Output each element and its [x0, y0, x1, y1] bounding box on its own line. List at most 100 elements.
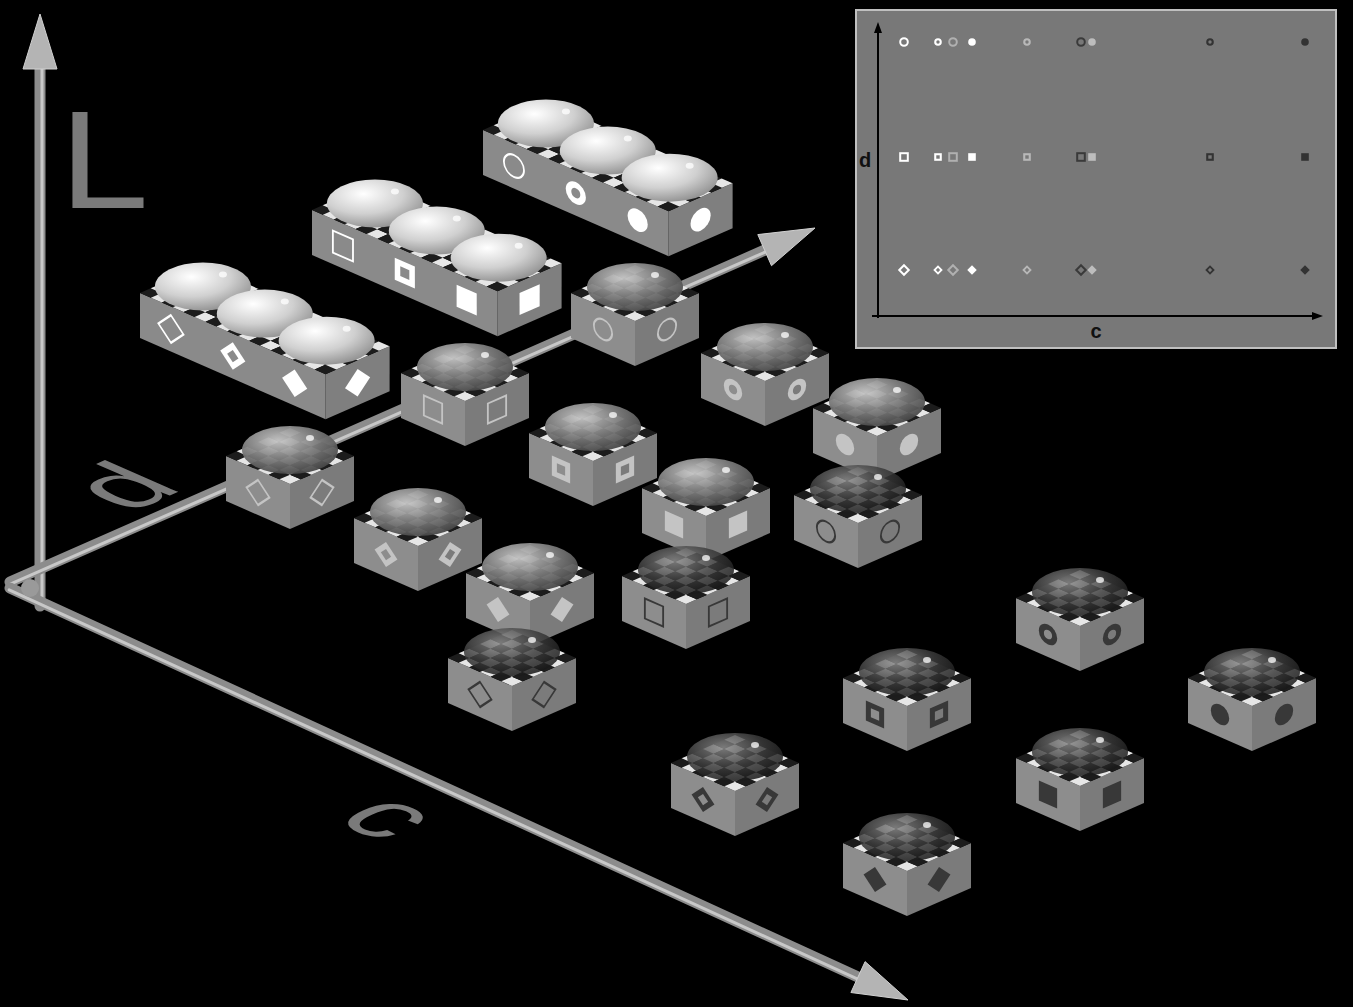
symbol-part	[1077, 38, 1085, 46]
dome-highlight	[1096, 737, 1104, 743]
symbol-part	[487, 592, 510, 627]
symbol-part	[658, 316, 676, 344]
isometric-box	[226, 426, 354, 529]
symbol-part	[557, 463, 565, 476]
inset-marker	[949, 38, 957, 46]
face-symbol	[934, 38, 942, 46]
face-symbol	[1206, 38, 1214, 46]
dome-highlight	[546, 552, 554, 558]
symbol-part	[691, 204, 711, 235]
symbol-part	[1022, 265, 1032, 275]
symbol-part	[552, 456, 570, 484]
symbol-part	[469, 677, 492, 712]
symbol-part	[628, 205, 648, 236]
inset-marker	[1077, 38, 1085, 46]
symbol-part	[936, 268, 940, 272]
axis-label: c	[316, 783, 467, 849]
face-symbol	[900, 153, 908, 161]
isometric-box	[448, 628, 576, 731]
dome	[687, 733, 783, 781]
inset-background	[856, 10, 1336, 348]
face-symbol	[1301, 38, 1309, 46]
symbol-part	[1301, 38, 1309, 46]
symbol-part	[933, 265, 943, 275]
dome-highlight	[562, 109, 570, 115]
face-symbol	[469, 677, 492, 712]
symbol-part	[571, 186, 580, 200]
face-symbol	[1023, 153, 1031, 161]
symbol-part	[1025, 40, 1028, 43]
symbol-part	[311, 475, 334, 510]
symbol-part	[871, 708, 879, 721]
face-symbol	[900, 431, 918, 459]
symbol-part	[395, 258, 415, 289]
symbol-part	[724, 376, 742, 404]
symbol-part	[1275, 701, 1293, 729]
symbol-part	[345, 363, 370, 402]
face-symbol	[247, 475, 270, 510]
face-symbol	[1039, 621, 1057, 649]
inset-marker	[1076, 265, 1086, 275]
axis-line	[10, 250, 765, 582]
symbol-part	[488, 396, 506, 424]
symbol-part	[866, 701, 884, 729]
dome	[829, 378, 925, 426]
inset-marker	[933, 265, 943, 275]
inset-marker	[1087, 265, 1097, 275]
face-symbol	[709, 599, 727, 627]
symbol-part	[375, 537, 398, 572]
dome	[370, 488, 466, 536]
symbol-part	[1208, 40, 1211, 43]
inset-marker	[1088, 38, 1096, 46]
face-symbol	[533, 677, 556, 712]
face-symbol	[968, 153, 976, 161]
symbol-part	[729, 511, 747, 539]
symbol-part	[709, 599, 727, 627]
inset-marker	[899, 265, 909, 275]
face-symbol	[1023, 38, 1031, 46]
axis-label: d	[44, 452, 201, 520]
dome	[1032, 728, 1128, 776]
symbol-part	[1205, 265, 1215, 275]
face-symbol	[836, 431, 854, 459]
face-symbol	[504, 151, 524, 182]
dome-highlight	[651, 272, 659, 278]
face-symbol	[1087, 265, 1097, 275]
face-symbol	[817, 518, 835, 546]
dome-highlight	[923, 822, 931, 828]
axis-origin	[21, 579, 39, 597]
isometric-box	[642, 458, 770, 561]
isometric-box	[843, 813, 971, 916]
dome-highlight	[306, 435, 314, 441]
symbol-part	[1208, 155, 1211, 158]
symbol-part	[645, 599, 663, 627]
dome	[810, 465, 906, 513]
face-symbol	[616, 456, 634, 484]
face-symbol	[282, 364, 307, 403]
face-symbol	[395, 258, 415, 289]
symbol-part	[220, 337, 245, 376]
face-symbol	[158, 310, 183, 349]
isometric-box	[312, 180, 562, 337]
face-symbol	[691, 204, 711, 235]
isometric-box	[843, 648, 971, 751]
inset-marker	[1077, 153, 1085, 161]
dome-highlight	[751, 742, 759, 748]
face-symbol	[1077, 38, 1085, 46]
symbol-part	[817, 518, 835, 546]
face-symbol	[1211, 701, 1229, 729]
isometric-box	[701, 323, 829, 426]
dome-highlight	[434, 497, 442, 503]
symbol-part	[934, 153, 942, 161]
symbol-part	[1076, 265, 1086, 275]
symbol-part	[967, 265, 977, 275]
dome-highlight	[343, 326, 351, 332]
face-symbol	[756, 782, 779, 817]
symbol-part	[424, 396, 442, 424]
inset-marker	[968, 153, 976, 161]
symbol-part	[1206, 153, 1214, 161]
symbol-part	[445, 547, 455, 563]
dome-highlight	[528, 637, 536, 643]
symbol-part	[1039, 781, 1057, 809]
dome-highlight	[453, 216, 461, 222]
